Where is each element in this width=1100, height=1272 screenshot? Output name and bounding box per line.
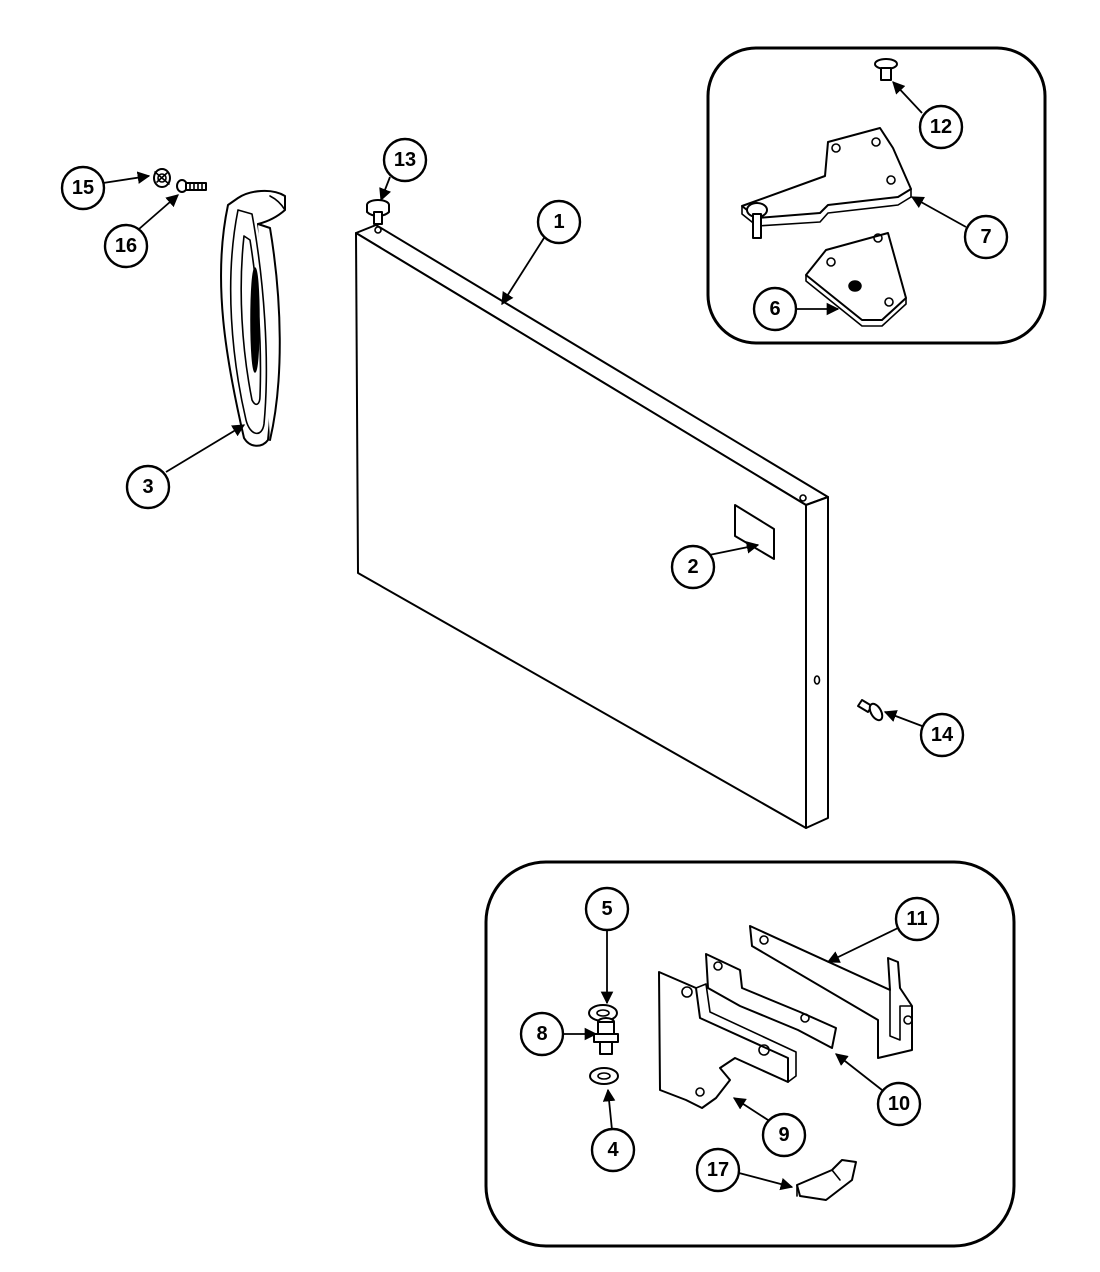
upper-hinge-bracket xyxy=(741,127,912,239)
washer-bottom xyxy=(589,1067,619,1085)
screw-16 xyxy=(176,179,207,193)
callout-7-label: 7 xyxy=(980,226,991,248)
lower-hinge-support xyxy=(749,925,913,1059)
callout-10: 10 xyxy=(876,1081,922,1127)
callout-16-label: 16 xyxy=(115,235,137,257)
washer-top xyxy=(588,1004,618,1022)
callout-7: 7 xyxy=(963,214,1009,260)
callout-14-label: 14 xyxy=(931,724,954,746)
callout-12-label: 12 xyxy=(930,116,952,138)
callout-14: 14 xyxy=(919,712,965,758)
callout-10-label: 10 xyxy=(888,1093,910,1115)
callout-6: 6 xyxy=(752,286,798,332)
callout-15: 15 xyxy=(60,165,106,211)
callout-13: 13 xyxy=(382,137,428,183)
callout-16: 16 xyxy=(103,223,149,269)
callout-4: 4 xyxy=(590,1127,636,1173)
callout-4-label: 4 xyxy=(607,1139,619,1161)
lower-hinge-bracket xyxy=(658,971,797,1109)
door-label xyxy=(734,504,775,560)
callout-8-label: 8 xyxy=(536,1023,547,1045)
door-panel xyxy=(355,224,829,829)
callout-2-label: 2 xyxy=(687,556,698,578)
callout-11: 11 xyxy=(894,896,940,942)
hinge-spacer-plate xyxy=(705,953,837,1049)
door-handle xyxy=(219,190,286,447)
callout-3: 3 xyxy=(125,464,171,510)
callout-11-label: 11 xyxy=(906,908,927,930)
hinge-shim xyxy=(805,232,907,327)
callout-5: 5 xyxy=(584,886,630,932)
small-clip xyxy=(796,1159,857,1201)
callout-13-label: 13 xyxy=(394,149,416,171)
hinge-pin xyxy=(593,1017,619,1055)
callout-3-label: 3 xyxy=(142,476,153,498)
callout-6-label: 6 xyxy=(769,298,780,320)
callout-8: 8 xyxy=(519,1011,565,1057)
callout-9-label: 9 xyxy=(778,1124,789,1146)
screw-15 xyxy=(153,168,171,188)
door-stop-bumper-side xyxy=(857,699,884,722)
door-stop-bumper-top xyxy=(366,199,390,225)
callout-1-label: 1 xyxy=(553,211,564,233)
hinge-pin-cap xyxy=(874,58,898,81)
callout-1: 1 xyxy=(536,199,582,245)
callout-2: 2 xyxy=(670,544,716,590)
callout-15-label: 15 xyxy=(72,177,94,199)
callout-17: 17 xyxy=(695,1147,741,1193)
callout-5-label: 5 xyxy=(601,898,612,920)
callout-17-label: 17 xyxy=(707,1159,729,1181)
callout-12: 12 xyxy=(918,104,964,150)
callout-9: 9 xyxy=(761,1112,807,1158)
